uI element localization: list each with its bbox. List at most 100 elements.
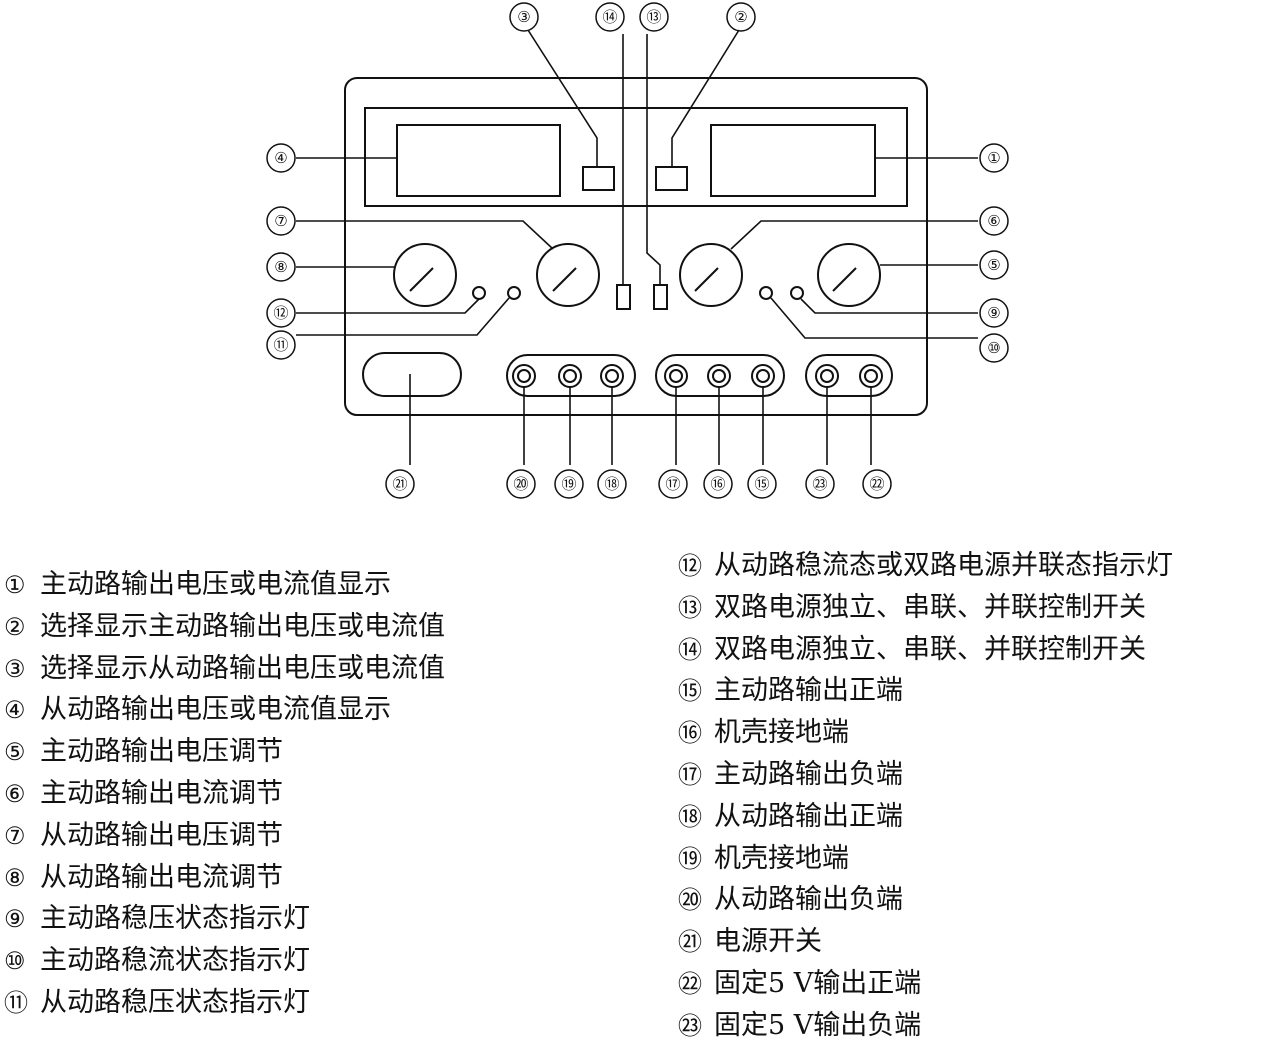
legend-item: ⑫ 从动路稳流态或双路电源并联态指示灯 <box>678 545 1173 587</box>
master-current-knob <box>679 243 743 307</box>
callout-21: ㉑ <box>392 475 407 493</box>
slave-select-button <box>582 166 615 191</box>
legend-item: ② 选择显示主动路输出电压或电流值 <box>4 606 445 648</box>
legend-item: ⑩ 主动路稳流状态指示灯 <box>4 940 445 982</box>
legend-text: 双路电源独立、串联、并联控制开关 <box>714 591 1146 623</box>
callout-14: ⑭ <box>602 8 617 26</box>
legend-number: ⑳ <box>678 886 702 915</box>
legend-text: 从动路稳流态或双路电源并联态指示灯 <box>714 550 1173 581</box>
callout-circles <box>266 2 1009 499</box>
callout-15: ⑮ <box>754 475 769 493</box>
legend-item: ⑪ 从动路稳压状态指示灯 <box>4 982 445 1024</box>
legend-number: ② <box>4 612 26 641</box>
legend-item: ⑦ 从动路输出电压调节 <box>4 815 445 857</box>
legend-number: ⑫ <box>678 552 702 580</box>
legend-text: 固定5 V输出负端 <box>714 1009 922 1041</box>
callout-2: ② <box>734 8 747 26</box>
slave-voltage-knob <box>536 243 600 307</box>
legend-number: ⑪ <box>4 988 28 1017</box>
legend-number: ① <box>4 571 26 599</box>
legend-number: ⑬ <box>678 593 702 622</box>
legend-text: 主动路输出负端 <box>714 758 903 790</box>
legend-text: 从动路输出正端 <box>714 800 903 832</box>
indicator-12 <box>472 286 486 300</box>
legend-item: ① 主动路输出电压或电流值显示 <box>4 564 445 606</box>
legend-text: 从动路输出电流调节 <box>40 861 283 893</box>
legend-item: ⑮ 主动路输出正端 <box>678 670 1173 712</box>
legend-item: ⑤ 主动路输出电压调节 <box>4 731 445 773</box>
master-voltage-knob <box>817 243 881 307</box>
legend-text: 电源开关 <box>714 926 822 958</box>
callout-6: ⑥ <box>987 212 1000 230</box>
legend-number: ⑰ <box>678 760 702 789</box>
power-switch <box>362 352 462 397</box>
indicator-11 <box>507 286 521 300</box>
legend-item: ⑭ 双路电源独立、串联、并联控制开关 <box>678 629 1173 671</box>
master-select-button <box>655 166 688 191</box>
legend-text: 选择显示主动路输出电压或电流值 <box>40 610 445 642</box>
legend-text: 主动路输出正端 <box>714 675 903 707</box>
callout-1: ① <box>987 149 1000 167</box>
callout-12: ⑫ <box>273 304 288 322</box>
callout-9: ⑨ <box>987 304 1000 322</box>
legend-item: ⑬ 双路电源独立、串联、并联控制开关 <box>678 587 1173 629</box>
callout-20: ⑳ <box>513 475 528 493</box>
fixed-5v-terminal-group <box>805 354 893 397</box>
legend-number: ⑦ <box>4 821 26 850</box>
slave-terminal-group <box>506 354 636 397</box>
legend-number: ⑥ <box>4 779 26 808</box>
slave-current-knob <box>393 243 457 307</box>
callout-22: ㉒ <box>869 475 884 493</box>
callout-13: ⑬ <box>646 8 661 26</box>
callout-8: ⑧ <box>274 258 287 276</box>
callout-19: ⑲ <box>561 475 576 493</box>
callout-7: ⑦ <box>274 212 287 230</box>
legend-number: ⑩ <box>4 947 26 976</box>
legend-text: 主动路输出电流调节 <box>40 777 283 809</box>
callout-5: ⑤ <box>987 256 1000 274</box>
legend-text: 从动路输出电压调节 <box>40 819 283 851</box>
power-supply-panel-diagram: ③ ⑭ ⑬ ② ④ ① ⑦ ⑥ ⑧ ⑤ ⑫ ⑨ ⑪ ⑩ ㉑ ⑳ ⑲ ⑱ ⑰ ⑯ … <box>266 2 1009 499</box>
callout-4: ④ <box>274 149 287 167</box>
callout-3: ③ <box>517 8 530 26</box>
master-display <box>710 124 876 197</box>
callout-17: ⑰ <box>665 475 680 493</box>
legend-text: 从动路稳压状态指示灯 <box>40 986 310 1018</box>
legend-number: ⑧ <box>4 863 26 892</box>
callout-16: ⑯ <box>710 475 725 493</box>
legend-text: 主动路稳流状态指示灯 <box>40 945 310 977</box>
legend-number: ⑯ <box>678 719 702 748</box>
display-window <box>364 107 908 207</box>
callout-23: ㉓ <box>812 475 827 493</box>
legend-text: 固定5 V输出正端 <box>714 967 922 999</box>
legend-number: ⑤ <box>4 738 26 767</box>
legend-number: ⑱ <box>678 802 702 831</box>
legend-text: 主动路输出电压或电流值显示 <box>40 569 391 600</box>
legend-text: 主动路输出电压调节 <box>40 736 283 768</box>
legend-right: ⑫ 从动路稳流态或双路电源并联态指示灯 ⑬ 双路电源独立、串联、并联控制开关 ⑭ 双路… <box>678 545 1173 1047</box>
legend-number: ㉑ <box>678 928 702 957</box>
leader-lines <box>296 29 978 465</box>
callout-10: ⑩ <box>987 339 1000 357</box>
legend-item: ⑱ 从动路输出正端 <box>678 796 1173 838</box>
legend-number: ⑮ <box>678 677 702 706</box>
legend-text: 双路电源独立、串联、并联控制开关 <box>714 633 1146 665</box>
legend-number: ⑭ <box>678 635 702 664</box>
legend-item: ⑧ 从动路输出电流调节 <box>4 857 445 899</box>
legend-number: ㉒ <box>678 969 702 998</box>
legend-number: ③ <box>4 654 26 683</box>
legend-text: 从动路输出电压或电流值显示 <box>40 694 391 726</box>
callout-11: ⑪ <box>273 336 288 354</box>
legend-number: ⑨ <box>4 905 26 934</box>
legend-item: ⑰ 主动路输出负端 <box>678 754 1173 796</box>
slave-display <box>396 124 561 197</box>
